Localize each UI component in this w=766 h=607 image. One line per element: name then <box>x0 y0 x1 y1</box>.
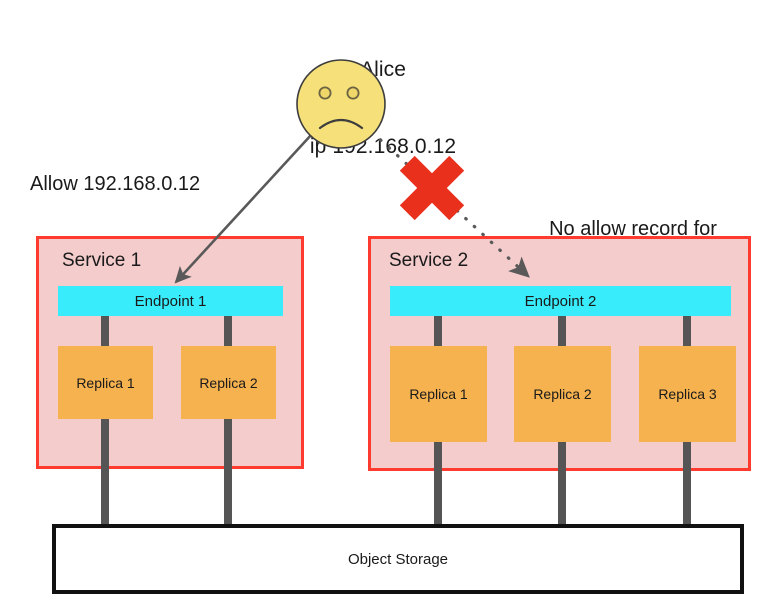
actor-name: Alice <box>359 58 407 82</box>
allow-annotation: Allow 192.168.0.12 <box>30 173 201 195</box>
service-2-replica-2[interactable]: Replica 2 <box>514 346 611 442</box>
service-1-replica-2[interactable]: Replica 2 <box>181 346 276 419</box>
service-1-replica-1[interactable]: Replica 1 <box>58 346 153 419</box>
endpoint-1[interactable]: Endpoint 1 <box>58 286 283 316</box>
endpoint-2[interactable]: Endpoint 2 <box>390 286 731 316</box>
object-storage-box[interactable]: Object Storage <box>52 524 744 594</box>
service-1-title: Service 1 <box>62 250 142 271</box>
service-2-replica-1[interactable]: Replica 1 <box>390 346 487 442</box>
service-2-title: Service 2 <box>389 250 469 271</box>
connector-s1-r2 <box>224 314 232 528</box>
deny-annotation-line-1: No allow record for <box>549 218 717 240</box>
service-2-replica-3[interactable]: Replica 3 <box>639 346 736 442</box>
actor-ip: ip 192.168.0.12 <box>309 135 457 159</box>
connector-s1-r1 <box>101 314 109 528</box>
